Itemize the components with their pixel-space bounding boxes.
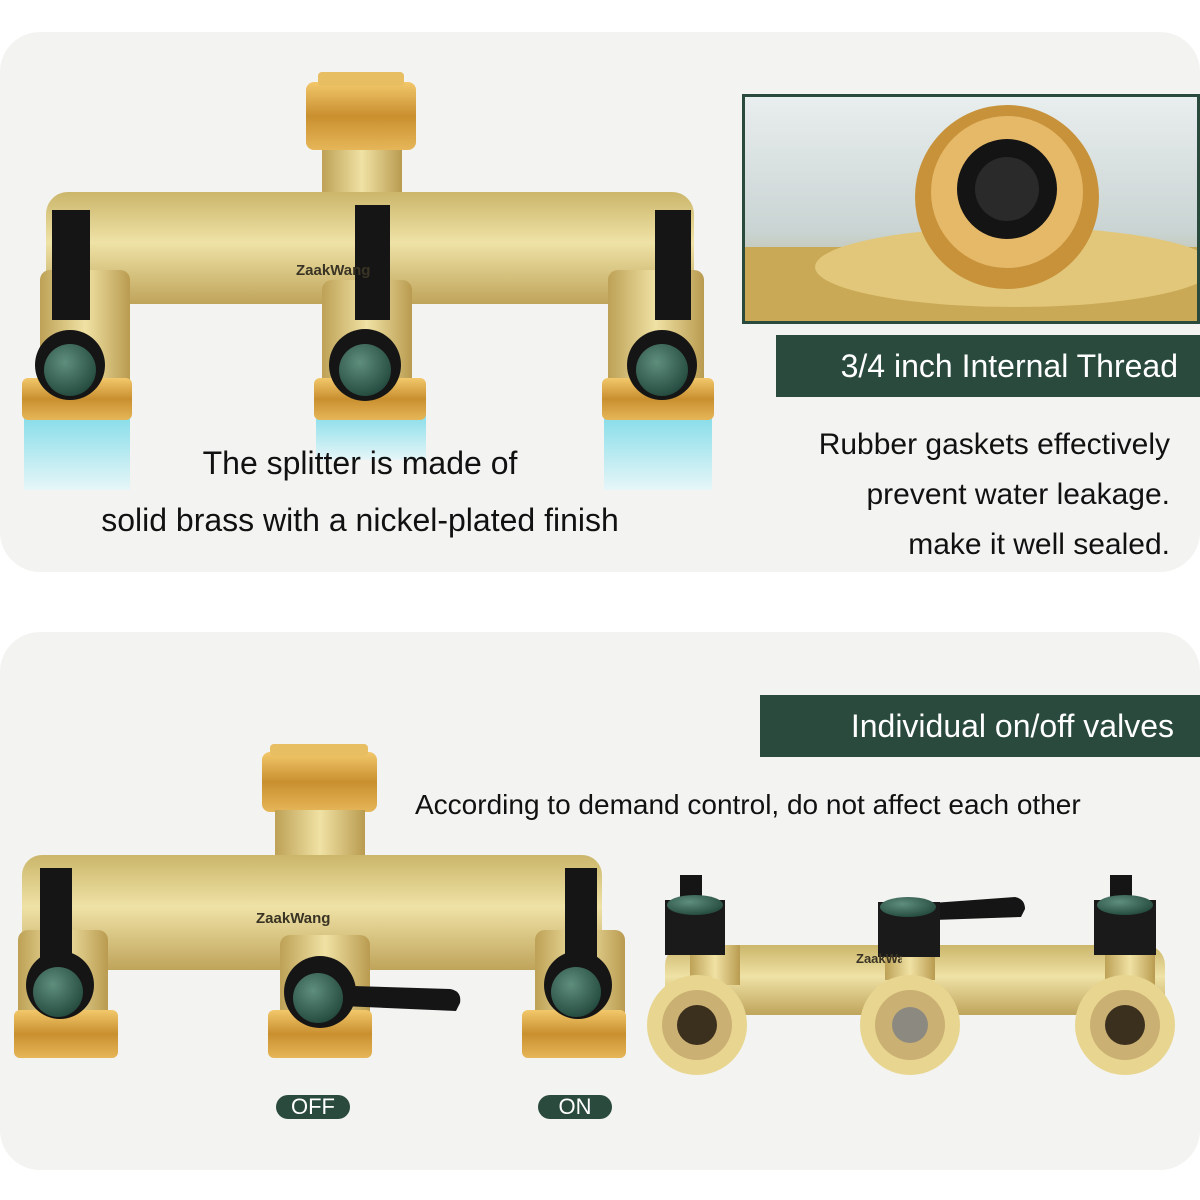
gasket-text-line-2: prevent water leakage. [866,478,1170,511]
brand-engraving-bottom: ZaakWang [256,910,331,927]
gasket-text-line-3: make it well sealed. [908,528,1170,561]
valves-tag: Individual on/off valves [760,695,1200,757]
splitter-illustration-top [22,72,714,490]
gasket-text-line-1: Rubber gaskets effectively [818,428,1170,461]
splitter-front-view [647,875,1175,1075]
off-label: OFF [276,1094,350,1119]
main-caption-line-2: solid brass with a nickel-plated finish [101,502,619,538]
on-label: ON [538,1094,612,1119]
main-caption-line-1: The splitter is made of [202,445,518,481]
splitter-illustration-bottom [14,744,626,1058]
demand-text: According to demand control, do not affe… [415,789,1081,820]
brand-engraving-front: ZaakWang [856,951,902,966]
thread-closeup-photo [742,94,1200,324]
thread-tag: 3/4 inch Internal Thread [776,335,1200,397]
brand-engraving: ZaakWang [296,262,371,279]
